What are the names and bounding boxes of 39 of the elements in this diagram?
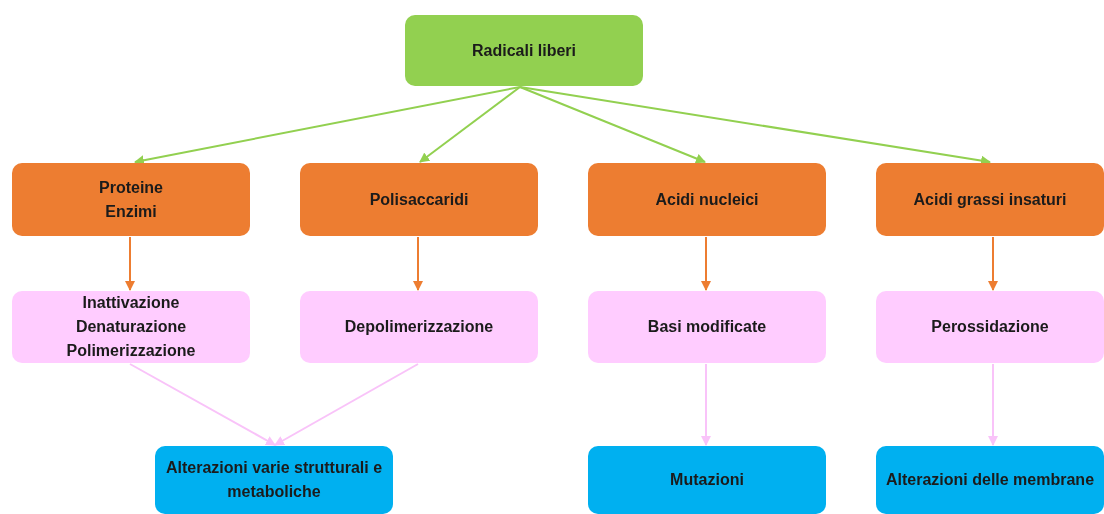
result-box (588, 446, 826, 514)
node-label: Depolimerizzazione (344, 317, 494, 337)
node-label: Basi modificate (647, 317, 767, 337)
node-label: Radicali liberi (471, 40, 576, 61)
node-label: Proteine (99, 177, 163, 198)
effect-box (300, 291, 538, 363)
arrow (134, 86, 521, 166)
node-label: Inattivazione (82, 293, 180, 313)
result-box (155, 446, 393, 514)
node-label: Acidi grassi insaturi (913, 189, 1067, 210)
category-box (876, 163, 1104, 236)
cause-box (405, 15, 643, 86)
arrow (988, 236, 998, 291)
node-label: Polimerizzazione (66, 341, 196, 361)
node-label: Polisaccaridi (369, 189, 469, 210)
effect-box (12, 291, 250, 363)
node-label: Alterazioni delle membrane (885, 470, 1095, 490)
category-box (300, 163, 538, 236)
effect-box (876, 291, 1104, 363)
node-label: Perossidazione (931, 317, 1049, 337)
arrow (701, 363, 711, 446)
arrow (519, 86, 706, 164)
arrow (988, 363, 998, 446)
category-box (588, 163, 826, 236)
effect-box (588, 291, 826, 363)
arrow (274, 363, 419, 446)
arrow (519, 86, 991, 166)
arrow (125, 236, 135, 291)
result-box (876, 446, 1104, 514)
arrow (419, 86, 521, 163)
arrow (413, 236, 423, 291)
arrow (701, 236, 711, 291)
node-label: Acidi nucleici (655, 189, 759, 210)
node-label: Enzimi (105, 201, 157, 222)
arrow (129, 363, 276, 446)
node-label: Mutazioni (670, 470, 744, 490)
node-label: Denaturazione (75, 317, 187, 337)
category-box (12, 163, 250, 236)
node-label: Alterazioni varie strutturali e metaboliche (164, 458, 384, 502)
